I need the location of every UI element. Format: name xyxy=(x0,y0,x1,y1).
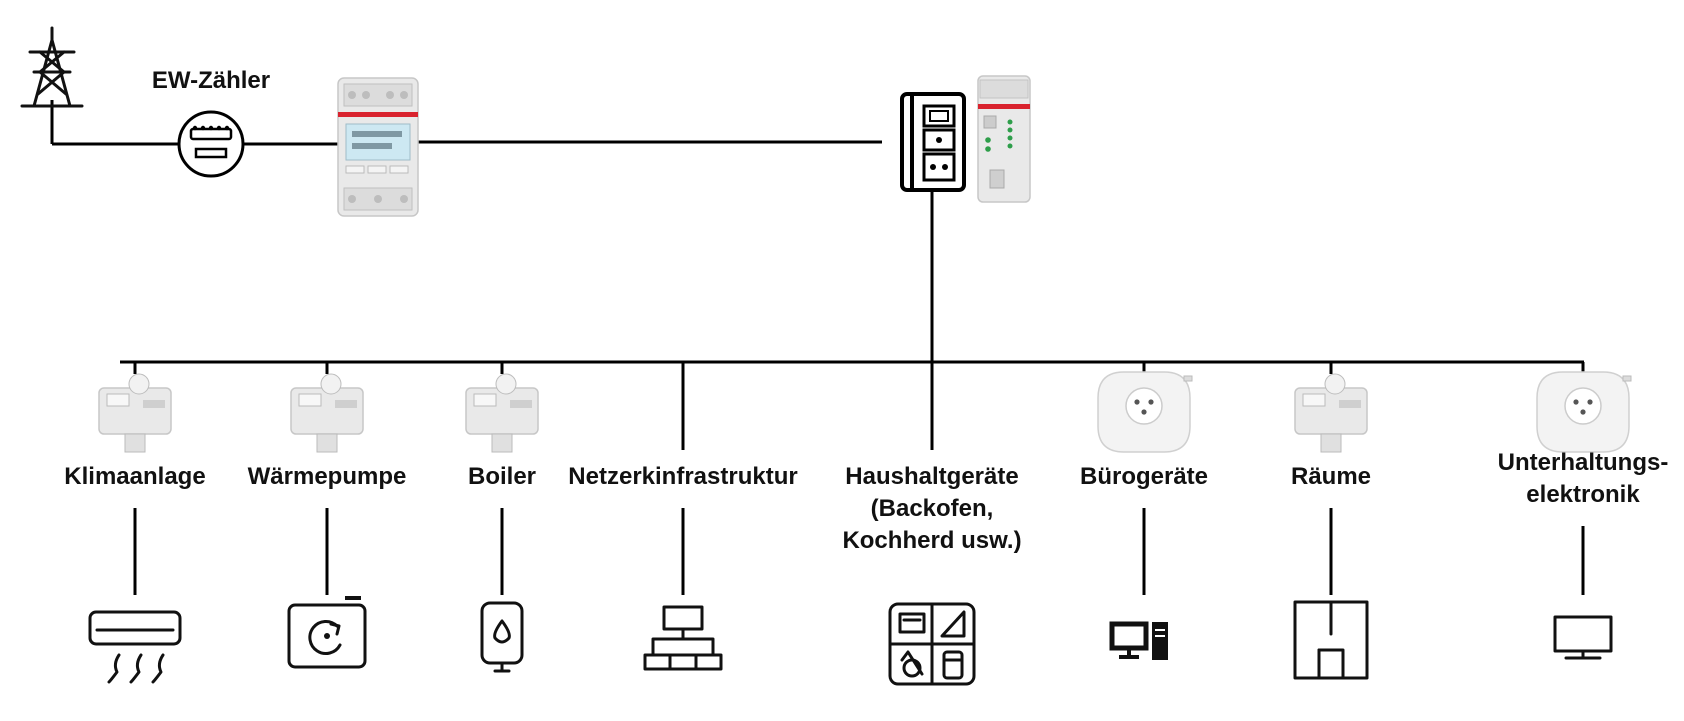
consumer-label-line: Haushaltgeräte xyxy=(845,463,1018,490)
rooms-floorplan-icon xyxy=(1293,600,1369,680)
office-computer-icon xyxy=(1109,621,1168,660)
consumer-list: Klimaanlage Wärmepumpe Boiler Netzerkinfras… xyxy=(64,362,1669,686)
smart-plug-device xyxy=(1536,371,1632,453)
consumer-label: Wärmepumpe xyxy=(248,463,407,490)
gateway-hub-icon xyxy=(900,92,966,192)
consumer-label-line: (Backofen, xyxy=(871,495,994,522)
power-pylon-icon xyxy=(20,26,84,108)
consumer-label-line: Kochherd usw.) xyxy=(842,527,1021,554)
consumer-label: Räume xyxy=(1291,463,1371,490)
consumer-klimaanlage: Klimaanlage xyxy=(64,362,206,684)
utility-meter-icon xyxy=(177,110,245,178)
heat-pump-icon xyxy=(287,596,367,669)
network-icon xyxy=(643,605,723,671)
feed-lines xyxy=(50,100,882,146)
consumer-bürogeräte: Bürogeräte xyxy=(1080,362,1208,660)
consumer-label-line: Bürogeräte xyxy=(1080,463,1208,490)
current-sensor-device xyxy=(290,373,364,453)
air-conditioner-icon xyxy=(88,610,182,684)
consumer-label-line: Räume xyxy=(1291,463,1371,490)
consumer-boiler: Boiler xyxy=(465,362,539,673)
consumer-räume: Räume xyxy=(1291,362,1371,680)
current-sensor-device xyxy=(98,373,172,453)
bus-lines xyxy=(120,190,1584,450)
consumer-label-line: Unterhaltungs- xyxy=(1498,449,1669,476)
tv-monitor-icon xyxy=(1553,615,1613,660)
consumer-label: Haushaltgeräte (Backofen, Kochherd usw.) xyxy=(842,463,1021,554)
energy-meter-device xyxy=(337,77,419,217)
current-sensor-device xyxy=(465,373,539,453)
consumer-label-line: Wärmepumpe xyxy=(248,463,407,490)
smart-meter-module xyxy=(977,75,1031,203)
boiler-icon xyxy=(480,601,524,673)
consumer-label: Unterhaltungs-elektronik xyxy=(1498,449,1669,508)
consumer-label-line: Klimaanlage xyxy=(64,463,205,490)
consumer-wärmepumpe: Wärmepumpe xyxy=(248,362,407,669)
consumer-label: Boiler xyxy=(468,463,536,490)
household-appliances-icon xyxy=(888,602,976,686)
consumer-label: Klimaanlage xyxy=(64,463,205,490)
smart-plug-device xyxy=(1097,371,1193,453)
current-sensor-device xyxy=(1294,373,1368,453)
consumer-label-line: Netzerkinfrastruktur xyxy=(568,463,797,490)
meter-label: EW-Zähler xyxy=(152,67,270,94)
consumer-netzerkinfrastruktur: Netzerkinfrastruktur xyxy=(568,362,798,671)
consumer-label: Netzerkinfrastruktur xyxy=(568,463,797,490)
consumer-label-line: Boiler xyxy=(468,463,536,490)
consumer-haushaltgeräte-backofen-kochherd-usw: Haushaltgeräte (Backofen, Kochherd usw.) xyxy=(842,463,1022,686)
consumer-label: Bürogeräte xyxy=(1080,463,1208,490)
consumer-unterhaltungs-elektronik: Unterhaltungs-elektronik xyxy=(1498,362,1669,660)
consumer-label-line: elektronik xyxy=(1526,481,1640,508)
